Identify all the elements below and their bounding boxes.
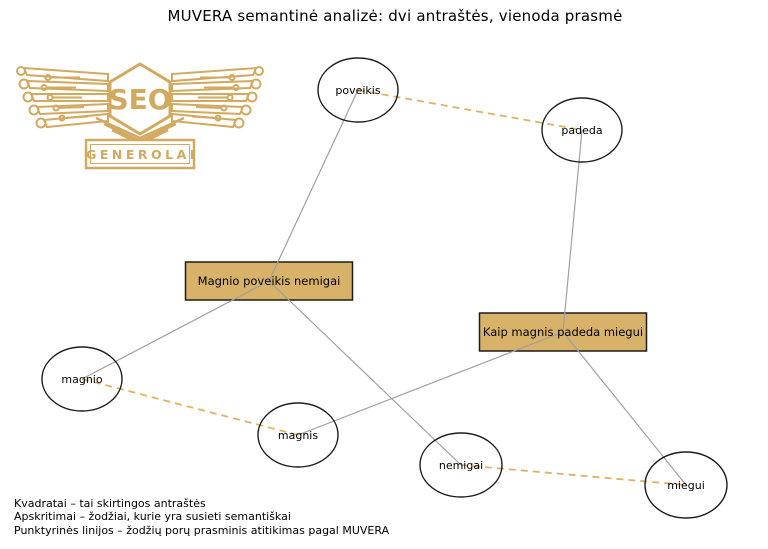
headline-label: Magnio poveikis nemigai <box>198 274 341 288</box>
word-label: magnis <box>278 429 318 442</box>
page-title: MUVERA semantinė analizė: dvi antraštės,… <box>167 7 623 25</box>
word-ellipse <box>41 346 123 412</box>
headline-word-edge <box>297 331 564 436</box>
headline-word-edge <box>81 280 270 380</box>
semantic-pair-edge <box>81 378 299 436</box>
word-ellipse <box>419 432 503 498</box>
semantic-pair-edge <box>460 464 687 486</box>
headline-word-edge <box>562 129 583 333</box>
legend-line-circles: Apskritimai – žodžiai, kurie yra susieti… <box>14 510 291 524</box>
word-label: magnio <box>61 373 102 386</box>
headline-word-edge <box>268 89 359 282</box>
headline-word-edge <box>562 331 687 486</box>
word-ellipse <box>644 451 728 519</box>
logo-subtitle-text: GENEROLAI <box>86 147 198 162</box>
word-label: nemigai <box>439 459 483 472</box>
word-label: miegui <box>667 479 705 492</box>
headline-box <box>184 261 354 301</box>
headline-word-edge <box>268 280 462 466</box>
legend-line-squares: Kvadratai – tai skirtingos antraštės <box>14 497 206 510</box>
logo-wing-left-icon <box>16 66 109 129</box>
logo-brand-text: SEO <box>108 83 171 116</box>
word-label: poveikis <box>335 84 380 97</box>
seo-generolai-logo: SEO GENEROLAI <box>16 62 264 170</box>
logo-banner-inner <box>90 144 190 164</box>
logo-hexagon-icon <box>108 62 172 136</box>
word-label: padeda <box>561 124 602 137</box>
word-ellipse <box>257 402 339 468</box>
semantic-pair-edge <box>357 89 583 131</box>
headline-label: Kaip magnis padeda miegui <box>483 325 643 339</box>
legend: Kvadratai – tai skirtingos antraštės Aps… <box>14 497 389 537</box>
legend-line-dashed: Punktyrinės linijos – žodžių porų prasmi… <box>14 523 390 537</box>
word-ellipse <box>317 57 399 123</box>
word-ellipse <box>541 97 623 163</box>
